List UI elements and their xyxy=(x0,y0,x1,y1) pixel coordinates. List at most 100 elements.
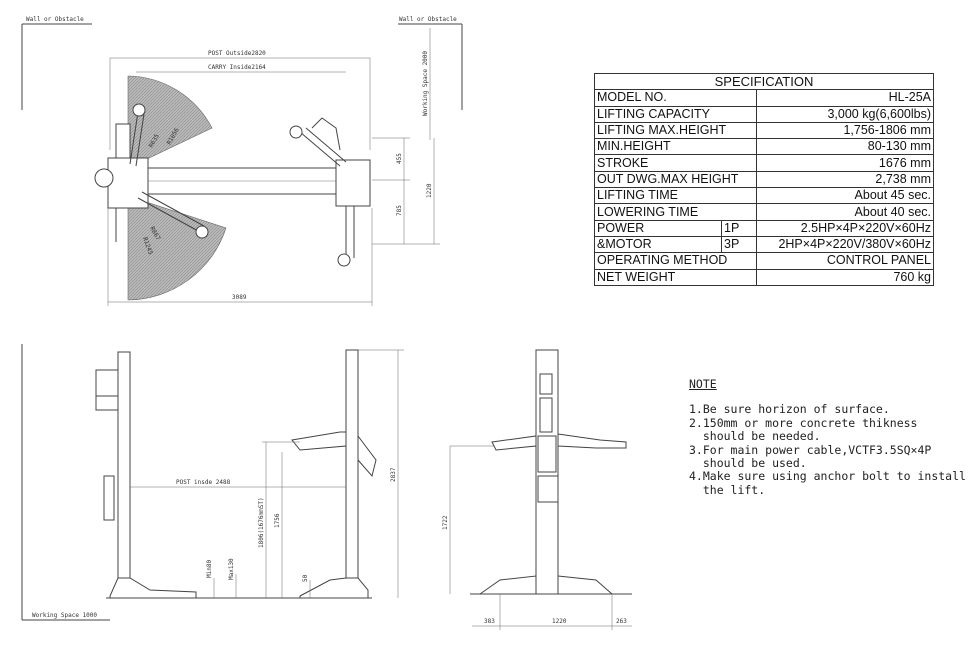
spec-row: LOWERING TIME About 40 sec. xyxy=(594,203,934,221)
motor-label: &MOTOR xyxy=(594,235,722,254)
right-upper-arm xyxy=(299,131,341,167)
spec-label: OPERATING METHOD xyxy=(594,252,757,270)
dim-1220-label: 1220 xyxy=(426,183,433,198)
arm-sweep-lower xyxy=(127,195,227,301)
spec-value: CONTROL PANEL xyxy=(756,252,934,270)
phase-3p-value: 2HP×4P×220V/380V×60Hz xyxy=(756,235,934,254)
dim-50-label: 50 xyxy=(302,574,309,582)
spec-value: 760 kg xyxy=(756,268,934,286)
side-control-box xyxy=(539,373,553,395)
note-item: 1.Be sure horizon of surface. xyxy=(689,402,890,417)
wall-right-label: Wall or Obstacle xyxy=(399,16,457,23)
spec-value: About 40 sec. xyxy=(756,203,934,221)
left-post xyxy=(117,351,131,597)
spec-row: LIFTING CAPACITY 3,000 kg(6,600lbs) xyxy=(594,105,934,123)
post-inside-label: POST insde 2488 xyxy=(176,479,231,486)
specification-table: SPECIFICATION MODEL NO. HL-25A LIFTING C… xyxy=(594,72,934,286)
right-post xyxy=(345,349,359,597)
notes-block: NOTE 1.Be sure horizon of surface. 2.150… xyxy=(689,377,966,497)
spec-label: OUT DWG.MAX HEIGHT xyxy=(594,170,757,189)
spec-label: LOWERING TIME xyxy=(594,203,757,221)
working-space-label: Working Space 2000 xyxy=(422,51,429,116)
carry-inside-label: CARRY Inside2164 xyxy=(208,64,266,71)
side-cover xyxy=(539,397,553,433)
dim-263-label: 263 xyxy=(616,618,627,625)
left-lower-arm-b xyxy=(141,191,205,227)
spec-value: 1676 mm xyxy=(756,154,934,172)
right-lower-pad xyxy=(337,253,351,267)
wall-left-label: Wall or Obstacle xyxy=(26,16,84,23)
spec-row: OPERATING METHOD CONTROL PANEL xyxy=(594,252,934,270)
dim-455-label: 455 xyxy=(396,153,403,164)
phase-1p-value: 2.5HP×4P×220V×60Hz xyxy=(756,219,934,237)
top-view: Wall or Obstacle Wall or Obstacle Workin… xyxy=(21,16,463,306)
side-arm-left xyxy=(491,435,537,451)
spec-label: NET WEIGHT xyxy=(594,268,757,286)
spec-row-power-1p: POWER 1P 2.5HP×4P×220V×60Hz xyxy=(594,219,934,237)
spec-label: LIFTING MAX.HEIGHT xyxy=(594,121,757,140)
power-label: POWER xyxy=(594,219,722,237)
spec-value: 1,756-1806 mm xyxy=(756,121,934,140)
left-upper-arm xyxy=(129,111,139,165)
spec-row: LIFTING MAX.HEIGHT 1,756-1806 mm xyxy=(594,121,934,140)
left-lower-arm-front xyxy=(109,577,197,599)
overall-length-label: 3089 xyxy=(232,294,247,301)
spec-label: MODEL NO. xyxy=(594,89,757,107)
spec-label: STROKE xyxy=(594,154,757,172)
side-panel xyxy=(537,475,559,503)
spec-label: LIFTING CAPACITY xyxy=(594,105,757,123)
spec-row: STROKE 1676 mm xyxy=(594,154,934,172)
dim-1756-label: 1756 xyxy=(274,513,281,528)
spec-title: SPECIFICATION xyxy=(594,72,934,91)
phase-1p: 1P xyxy=(721,219,757,237)
phase-3p: 3P xyxy=(721,235,757,254)
left-post-bracket xyxy=(115,123,131,159)
spec-row: LIFTING TIME About 45 sec. xyxy=(594,187,934,205)
dim-383-label: 383 xyxy=(484,618,495,625)
max130-label: Max130 xyxy=(228,558,235,580)
right-arm-lock xyxy=(311,117,341,151)
note-item: 4.Make sure using anchor bolt to install… xyxy=(689,469,966,497)
note-item: 2.150mm or more concrete thikness should… xyxy=(689,415,918,444)
side-view: 1722 383 1220 263 xyxy=(442,349,632,630)
spec-row-power-3p: &MOTOR 3P 2HP×4P×220V/380V×60Hz xyxy=(594,235,934,254)
dim-1806-label: 1806(1676mmST) xyxy=(258,497,265,548)
spec-label: MIN.HEIGHT xyxy=(594,138,757,156)
left-upper-pad xyxy=(132,103,146,117)
spec-value: 80-130 mm xyxy=(756,138,934,156)
notes-title: NOTE xyxy=(689,377,717,391)
spec-label: LIFTING TIME xyxy=(594,187,757,205)
right-arm-raised xyxy=(291,431,347,451)
height-1722-label: 1722 xyxy=(442,515,449,530)
left-carriage xyxy=(103,475,115,521)
post-outside-label: POST Outside2820 xyxy=(208,50,266,57)
min80-label: Min80 xyxy=(206,560,213,578)
motor-unit xyxy=(94,168,114,188)
front-motor xyxy=(95,369,119,397)
spec-value: About 45 sec. xyxy=(756,187,934,205)
front-working-space-label: Working Space 1000 xyxy=(32,612,97,619)
side-base-right xyxy=(557,575,614,595)
dim-1220-side-label: 1220 xyxy=(552,618,567,625)
arm-sweep-upper xyxy=(127,75,213,169)
spec-value: 3,000 kg(6,600lbs) xyxy=(756,105,934,123)
note-item: 3.For main power cable,VCTF3.5SQ×4P shou… xyxy=(689,442,932,471)
right-upper-arm-b xyxy=(305,127,347,163)
right-post-base xyxy=(335,159,371,207)
spec-row: MODEL NO. HL-25A xyxy=(594,89,934,107)
spec-row: MIN.HEIGHT 80-130 mm xyxy=(594,138,934,156)
spec-value: HL-25A xyxy=(756,89,934,107)
left-lower-pad xyxy=(195,225,209,239)
dim-785-label: 785 xyxy=(396,205,403,216)
side-base-left xyxy=(478,575,537,595)
spec-value: 2,738 mm xyxy=(756,170,934,189)
right-lower-arm-front xyxy=(299,577,369,599)
spec-row: NET WEIGHT 760 kg xyxy=(594,268,934,286)
right-upper-pad xyxy=(289,125,303,139)
left-lower-arm xyxy=(137,197,201,233)
left-upper-arm-b xyxy=(135,113,145,167)
right-carriage-bracket xyxy=(357,434,377,478)
front-motor-base xyxy=(95,395,119,411)
spec-row: OUT DWG.MAX HEIGHT 2,738 mm xyxy=(594,170,934,189)
